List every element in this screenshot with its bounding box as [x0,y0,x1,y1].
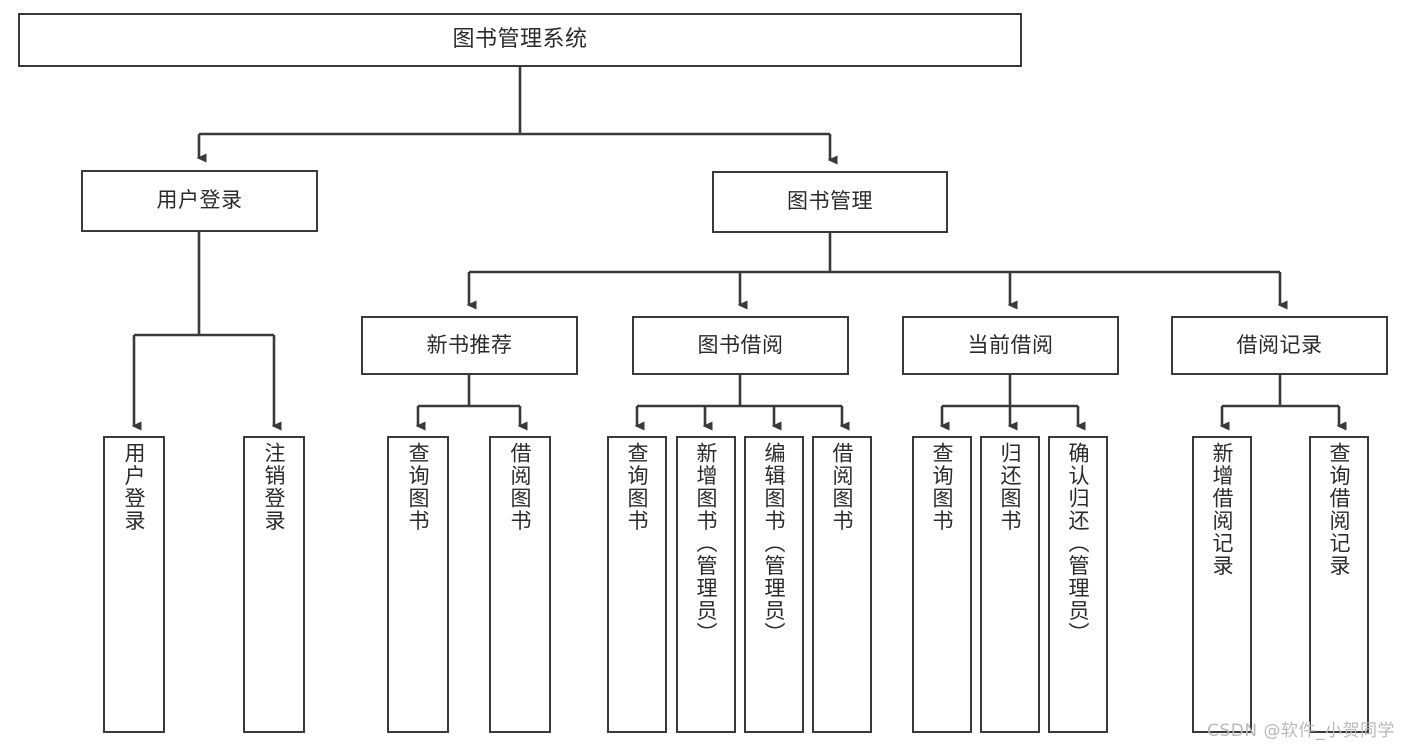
node-label: 查询图书 [930,442,955,532]
leaf-user-login-signout[interactable]: 注销登录 [243,436,305,733]
node-label: 当前借阅 [967,332,1054,357]
node-label: 编辑图书（管理员） [762,442,787,645]
leaf-record-add-record[interactable]: 新增借阅记录 [1192,436,1252,733]
node-label: 用户登录 [156,188,243,213]
leaf-record-query-record[interactable]: 查询借阅记录 [1309,436,1369,733]
node-root-system[interactable]: 图书管理系统 [18,13,1022,67]
node-label: 确认归还（管理员） [1066,442,1091,645]
node-label: 归还图书 [998,442,1023,532]
node-label: 查询图书 [406,442,431,532]
node-label: 图书管理系统 [452,26,588,52]
node-label: 查询借阅记录 [1327,442,1352,577]
node-book-borrow[interactable]: 图书借阅 [632,316,849,375]
leaf-borrow-edit-book-admin[interactable]: 编辑图书（管理员） [744,436,804,733]
leaf-user-login-signin[interactable]: 用户登录 [103,436,165,733]
node-label: 图书借阅 [697,332,784,357]
node-book-management[interactable]: 图书管理 [712,171,948,233]
leaf-current-return-book[interactable]: 归还图书 [980,436,1040,733]
leaf-current-query-book[interactable]: 查询图书 [912,436,972,733]
watermark-text: CSDN @软件_小贺同学 [1207,721,1395,741]
leaf-borrow-query-book[interactable]: 查询图书 [607,436,667,733]
leaf-recommend-borrow-book[interactable]: 借阅图书 [489,436,551,733]
node-label: 新书推荐 [426,332,513,357]
node-user-login[interactable]: 用户登录 [81,170,318,232]
node-current-borrow[interactable]: 当前借阅 [902,316,1119,375]
node-label: 图书管理 [787,189,873,214]
node-label: 注销登录 [262,442,287,532]
leaf-current-confirm-return-admin[interactable]: 确认归还（管理员） [1048,436,1108,733]
leaf-borrow-add-book-admin[interactable]: 新增图书（管理员） [676,436,736,733]
node-label: 新增借阅记录 [1210,442,1235,577]
node-label: 用户登录 [122,442,147,532]
node-borrow-record[interactable]: 借阅记录 [1171,316,1388,375]
node-label: 查询图书 [625,442,650,532]
node-label: 新增图书（管理员） [694,442,719,645]
leaf-borrow-borrow-book[interactable]: 借阅图书 [812,436,872,733]
node-label: 借阅图书 [830,442,855,532]
leaf-recommend-query-book[interactable]: 查询图书 [387,436,449,733]
node-new-book-recommend[interactable]: 新书推荐 [361,316,578,375]
node-label: 借阅记录 [1236,332,1323,357]
node-label: 借阅图书 [508,442,533,532]
